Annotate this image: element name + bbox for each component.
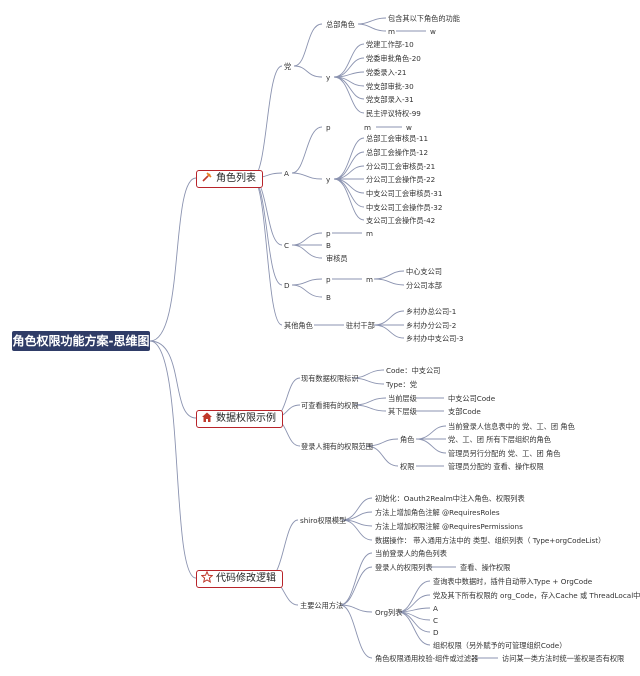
node-common-methods[interactable]: 主要公用方法 bbox=[300, 601, 344, 610]
list-item[interactable]: 方法上增加权限注解 @RequiresPermissions bbox=[375, 522, 523, 531]
node-scope[interactable]: 登录人拥有的权限范围 bbox=[301, 442, 373, 451]
list-item[interactable]: 党支部审批-30 bbox=[366, 82, 414, 91]
list-item[interactable]: 乡村办中支公司-3 bbox=[406, 334, 464, 343]
list-item[interactable]: 支公司工会操作员-42 bbox=[366, 216, 436, 225]
list-item[interactable]: 总部工会操作员-12 bbox=[366, 148, 429, 157]
category-data-permission[interactable]: 数据权限示例 bbox=[196, 410, 283, 428]
node-d-m[interactable]: m bbox=[366, 275, 374, 284]
node-current-level-value[interactable]: 中支公司Code bbox=[448, 394, 496, 403]
node-permission[interactable]: 权限 bbox=[400, 462, 415, 471]
list-item[interactable]: 中支公司工会审核员-31 bbox=[366, 189, 443, 198]
node-party-y[interactable]: y bbox=[326, 73, 331, 82]
node-current-roles[interactable]: 当前登录人的角色列表 bbox=[375, 549, 447, 558]
list-item[interactable]: 分公司工会审核员-21 bbox=[366, 162, 436, 171]
list-item[interactable]: 分公司工会操作员-22 bbox=[366, 175, 436, 184]
list-item[interactable]: A bbox=[433, 604, 438, 613]
category-code-logic[interactable]: 代码修改逻辑 bbox=[196, 570, 283, 588]
node-verify[interactable]: 角色权限通用校验-组件或过滤器 bbox=[375, 654, 479, 663]
list-item[interactable]: 组织权限（另外赋予的可管理组织Code） bbox=[433, 641, 567, 650]
list-item[interactable]: 党建工作部-10 bbox=[366, 40, 414, 49]
list-item[interactable]: 党、工、团 所有下层组织的角色 bbox=[448, 435, 551, 444]
node-a-w[interactable]: w bbox=[406, 123, 412, 132]
node-center-branch[interactable]: 中心支公司 bbox=[406, 267, 442, 276]
list-item[interactable]: 查询表中数据时，插件自动带入Type + OrgCode bbox=[433, 577, 593, 586]
node-role[interactable]: 角色 bbox=[400, 435, 415, 444]
node-code-label[interactable]: Code：中支公司 bbox=[386, 366, 441, 375]
node-c-p[interactable]: p bbox=[326, 229, 331, 238]
node-a-p[interactable]: p bbox=[326, 123, 331, 132]
list-item[interactable]: C bbox=[433, 616, 439, 625]
node-a-m[interactable]: m bbox=[364, 123, 372, 132]
node-sub-level-value[interactable]: 支部Code bbox=[448, 407, 481, 416]
category-roles-label: 角色列表 bbox=[216, 173, 256, 184]
node-permission-list[interactable]: 登录人的权限列表 bbox=[375, 563, 433, 572]
node-shiro[interactable]: shiro权限模型 bbox=[300, 516, 347, 525]
node-type-label[interactable]: Type：党 bbox=[386, 380, 417, 389]
category-code-logic-label: 代码修改逻辑 bbox=[216, 573, 276, 584]
house-icon bbox=[201, 411, 213, 423]
node-permission-list-value[interactable]: 查看、操作权限 bbox=[460, 563, 511, 572]
node-other-roles[interactable]: 其他角色 bbox=[284, 321, 313, 330]
node-party[interactable]: 党 bbox=[284, 62, 292, 71]
category-data-permission-label: 数据权限示例 bbox=[216, 413, 276, 424]
list-item[interactable]: 当前登录人信息表中的 党、工、团 角色 bbox=[448, 422, 575, 431]
node-permission-value[interactable]: 管理员分配的 查看、操作权限 bbox=[448, 462, 544, 471]
tools-icon bbox=[201, 171, 213, 183]
node-d-b[interactable]: B bbox=[326, 293, 331, 302]
list-item[interactable]: 乡村办分公司-2 bbox=[406, 321, 457, 330]
list-item[interactable]: 初始化：Oauth2Realm中注入角色、权限列表 bbox=[375, 494, 525, 503]
node-viewable[interactable]: 可查看拥有的权限 bbox=[301, 401, 359, 410]
list-item[interactable]: D bbox=[433, 628, 439, 637]
list-item[interactable]: 方法上增加角色注解 @RequiresRoles bbox=[375, 508, 500, 517]
node-verify-value[interactable]: 访问某一类方法时统一鉴权是否有权限 bbox=[502, 654, 625, 663]
node-w[interactable]: w bbox=[430, 27, 436, 36]
list-item[interactable]: 党委审批角色-20 bbox=[366, 54, 421, 63]
list-item[interactable]: 管理员另行分配的 党、工、团 角色 bbox=[448, 449, 561, 458]
node-c-b[interactable]: B bbox=[326, 241, 331, 250]
category-roles[interactable]: 角色列表 bbox=[196, 170, 263, 188]
node-party-head[interactable]: 总部角色 bbox=[326, 20, 355, 29]
node-village-cadre[interactable]: 驻村干部 bbox=[346, 321, 375, 330]
list-item[interactable]: 数据操作： 带入通用方法中的 类型、组织列表（ Type+orgCodeList… bbox=[375, 536, 606, 545]
node-a-y[interactable]: y bbox=[326, 175, 331, 184]
list-item[interactable]: 乡村办总公司-1 bbox=[406, 307, 457, 316]
node-c-auditor[interactable]: 审核员 bbox=[326, 254, 348, 263]
root-topic[interactable]: 角色权限功能方案-思维图 bbox=[12, 331, 150, 351]
node-branch-hq[interactable]: 分公司本部 bbox=[406, 281, 442, 290]
node-c-m[interactable]: m bbox=[366, 229, 374, 238]
list-item[interactable]: 党及其下所有权限的 org_Code，存入Cache 或 ThreadLocal… bbox=[433, 591, 640, 600]
node-org-list[interactable]: Org列表 bbox=[375, 608, 403, 617]
node-a[interactable]: A bbox=[284, 169, 289, 178]
list-item[interactable]: 党支部录入-31 bbox=[366, 95, 414, 104]
node-d[interactable]: D bbox=[284, 281, 290, 290]
node-d-p[interactable]: p bbox=[326, 275, 331, 284]
node-sub-level[interactable]: 其下层级 bbox=[388, 407, 417, 416]
list-item[interactable]: 民主评议特权-99 bbox=[366, 109, 421, 118]
node-m[interactable]: m bbox=[388, 27, 396, 36]
star-icon bbox=[200, 570, 214, 583]
node-current-level[interactable]: 当前层级 bbox=[388, 394, 417, 403]
list-item[interactable]: 总部工会审核员-11 bbox=[366, 134, 429, 143]
list-item[interactable]: 中支公司工会操作员-32 bbox=[366, 203, 443, 212]
node-c[interactable]: C bbox=[284, 241, 290, 250]
list-item[interactable]: 党委录入-21 bbox=[366, 68, 407, 77]
node-party-head-note[interactable]: 包含其以下角色的功能 bbox=[388, 14, 460, 23]
node-existing-flag[interactable]: 现有数据权限标识 bbox=[301, 374, 359, 383]
